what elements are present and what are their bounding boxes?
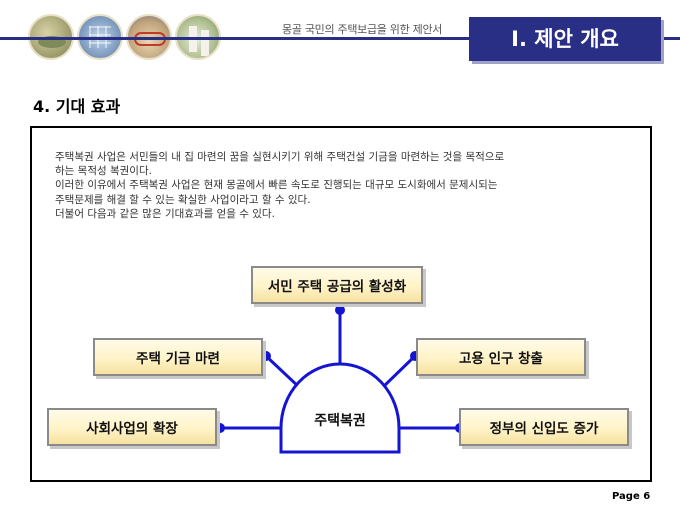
paragraph-line: 더불어 다음과 같은 많은 기대효과를 얻을 수 있다. bbox=[55, 207, 275, 220]
intro-paragraph: 주택복권 사업은 서민들의 내 집 마련의 꿈을 실현시키기 위해 주택건설 기… bbox=[55, 150, 645, 221]
connector-middle-right bbox=[380, 354, 417, 390]
effect-box-housing-fund: 주택 기금 마련 bbox=[93, 338, 263, 376]
document-title: 몽골 국민의 주택보급을 위한 제안서 bbox=[282, 23, 443, 36]
connector-dot-top bbox=[335, 305, 345, 315]
paragraph-line: 주택문제를 해결 할 수 있는 확실한 사업이라고 할 수 있다. bbox=[55, 193, 311, 206]
effect-box-employment: 고용 인구 창출 bbox=[416, 338, 586, 376]
page-number: Page 6 bbox=[612, 491, 651, 502]
effect-box-housing-supply: 서민 주택 공급의 활성화 bbox=[251, 266, 423, 304]
paragraph-line: 주택복권 사업은 서민들의 내 집 마련의 꿈을 실현시키기 위해 주택건설 기… bbox=[55, 151, 505, 163]
center-label: 주택복권 bbox=[314, 413, 366, 429]
paragraph-line: 하는 목적성 복권이다. bbox=[55, 165, 152, 178]
effect-box-government-trust: 정부의 신입도 증가 bbox=[459, 408, 629, 446]
connector-middle-left bbox=[264, 354, 302, 390]
header-rule bbox=[0, 37, 680, 40]
section-tab-label: I. 제안 개요 bbox=[511, 27, 619, 51]
paragraph-line: 이러한 이유에서 주택복권 사업은 현재 몽골에서 빠른 속도로 진행되는 대규… bbox=[55, 179, 498, 192]
center-dome bbox=[279, 362, 401, 454]
section-heading: 4. 기대 효과 bbox=[33, 97, 121, 116]
effect-box-social-projects: 사회사업의 확장 bbox=[47, 408, 217, 446]
section-tab: I. 제안 개요 bbox=[469, 17, 661, 61]
connector-dot-middle-left bbox=[261, 351, 271, 361]
connector-dot-bottom-left bbox=[215, 423, 225, 433]
